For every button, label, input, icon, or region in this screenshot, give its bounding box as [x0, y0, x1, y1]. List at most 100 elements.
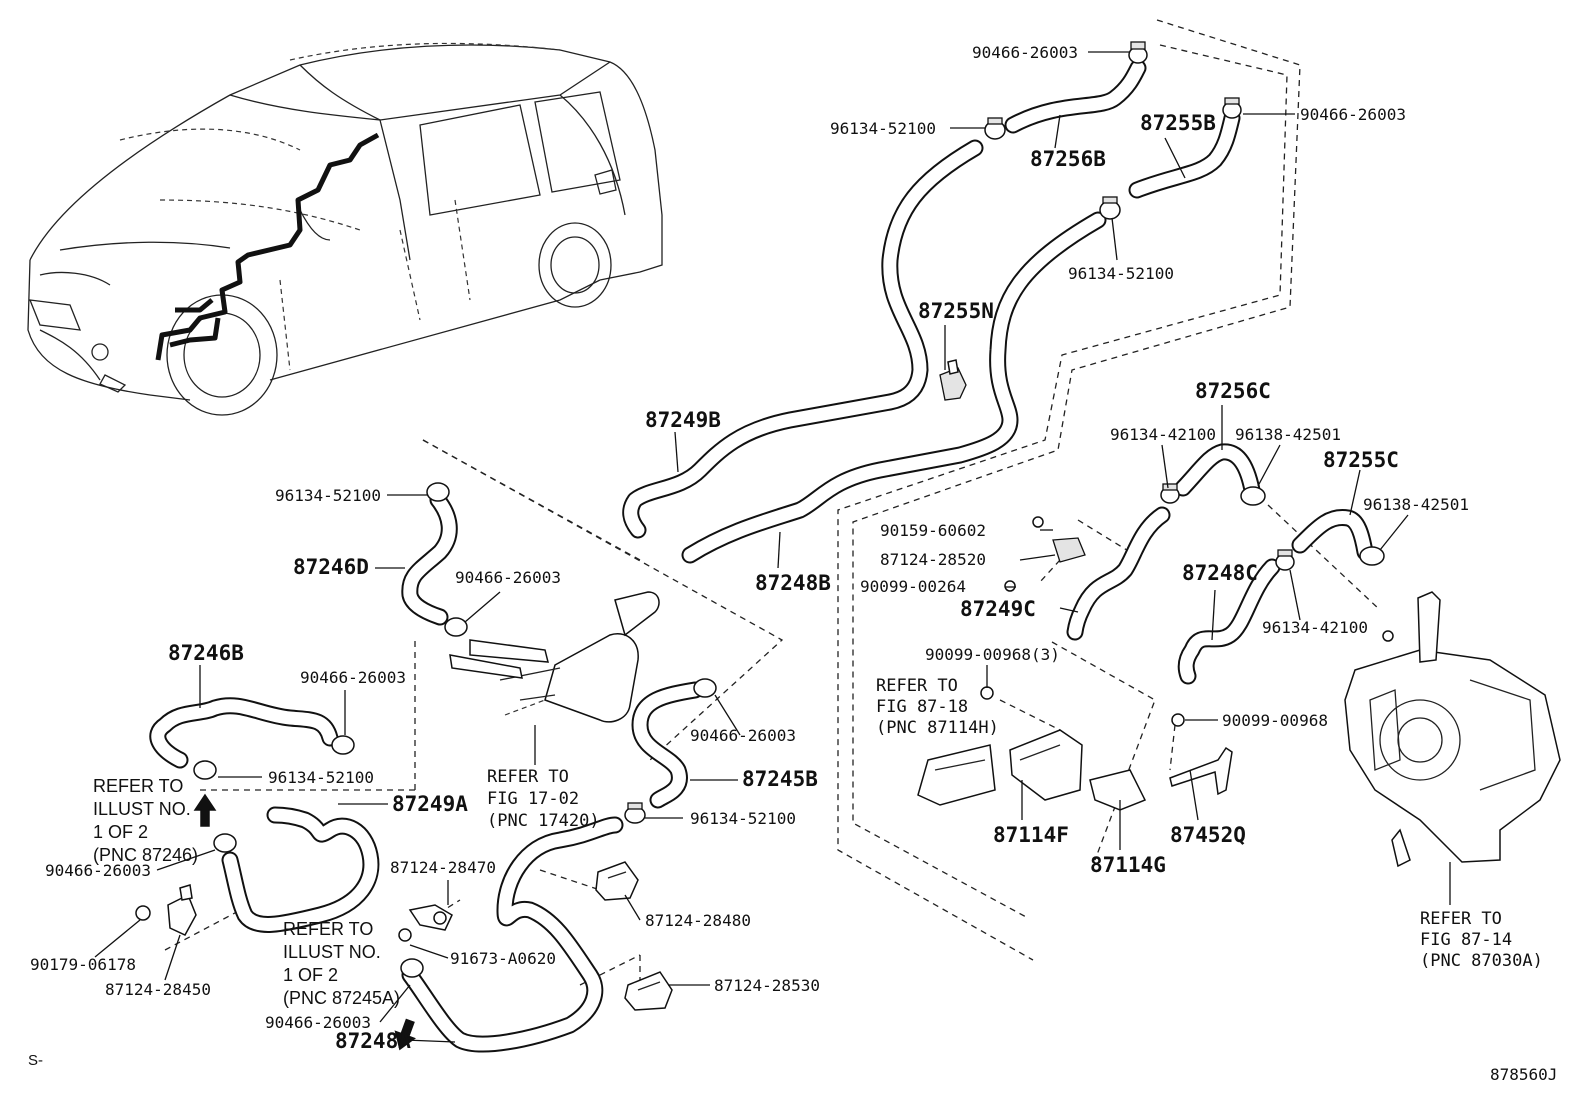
clamp-87124-28450-icon [167, 884, 197, 936]
svg-text:(PNC 87114H): (PNC 87114H) [876, 718, 999, 738]
ref-arrow-icon [394, 1018, 416, 1051]
hose-87248A [401, 816, 624, 1053]
part-label: 90159-60602 [880, 521, 986, 540]
svg-text:REFER TO: REFER TO [283, 919, 373, 939]
part-label: 87256B [1030, 147, 1106, 171]
svg-text:(PNC 87246): (PNC 87246) [93, 845, 198, 865]
hose-87245B [631, 681, 704, 809]
clamp-icon [1240, 486, 1266, 506]
clamp-icon [1275, 549, 1295, 571]
bracket-87114G-icon [1089, 769, 1147, 811]
ref-fig-87-14: REFER TO FIG 87-14 (PNC 87030A) [1420, 909, 1543, 971]
clamp-icon [984, 117, 1006, 140]
hose-87246D [401, 491, 458, 626]
part-label: 96134-52100 [275, 486, 381, 505]
part-label: 87246D [293, 555, 369, 579]
part-label: 87124-28470 [390, 858, 496, 877]
sheet-mark: S- [28, 1052, 43, 1069]
vehicle-illustration [27, 42, 663, 416]
part-label: 87255N [918, 299, 994, 323]
hose-87248B [681, 211, 1107, 564]
part-label: 90466-26003 [1300, 105, 1406, 124]
part-label: 87248C [1182, 561, 1258, 585]
clamp-icon [693, 678, 717, 698]
part-label: 96138-42501 [1363, 495, 1469, 514]
part-label: 90099-00968(3) [925, 645, 1060, 664]
svg-text:REFER TO: REFER TO [876, 676, 958, 696]
bolt-icon [135, 905, 151, 921]
part-label: 90466-26003 [690, 726, 796, 745]
part-label: 96134-52100 [1068, 264, 1174, 283]
part-label: 96134-52100 [268, 768, 374, 787]
clamp-icon [444, 617, 468, 637]
clamp-87124-28470-icon [408, 904, 453, 931]
svg-text:ILLUST NO.: ILLUST NO. [283, 942, 381, 962]
svg-text:(PNC 87245A): (PNC 87245A) [283, 988, 400, 1008]
svg-text:(PNC 17420): (PNC 17420) [487, 811, 600, 831]
clamp-icon [193, 760, 217, 780]
svg-text:FIG 87-14: FIG 87-14 [1420, 930, 1512, 950]
clamp-icon [331, 735, 355, 755]
clamp-87124-28520-icon [1004, 516, 1086, 592]
ref-fig-87-18: REFER TO FIG 87-18 (PNC 87114H) [876, 676, 999, 738]
part-label: 90466-26003 [300, 668, 406, 687]
hose-87248C [1177, 558, 1281, 685]
part-label: 90099-00968 [1222, 711, 1328, 730]
part-label: 90179-06178 [30, 955, 136, 974]
svg-text:REFER TO: REFER TO [1420, 909, 1502, 929]
part-label: 90466-26003 [972, 43, 1078, 62]
part-label: 87248A [335, 1029, 411, 1053]
hose-87255B [1128, 109, 1241, 199]
clamp-icon [1160, 483, 1180, 504]
svg-text:1 OF 2: 1 OF 2 [93, 822, 148, 842]
part-label: 87124-28530 [714, 976, 820, 995]
part-label: 90099-00264 [860, 577, 966, 596]
hose-87249B [622, 139, 984, 539]
ref-illust-87245A: REFER TO ILLUST NO. 1 OF 2 (PNC 87245A) [283, 919, 400, 1008]
vehicle-hose-route [155, 132, 380, 361]
part-label: 87245B [742, 767, 818, 791]
illustration-number: 878560J [1490, 1065, 1557, 1084]
clamp-87124-28480-icon [595, 861, 639, 901]
ref-arrow-icon [193, 793, 217, 827]
clamp-icon [1222, 97, 1242, 119]
svg-text:FIG 17-02: FIG 17-02 [487, 789, 579, 809]
part-label: 87248B [755, 571, 831, 595]
clamp-icon [213, 833, 237, 853]
bracket-87452Q-icon [1169, 746, 1233, 796]
part-label: 87249B [645, 408, 721, 432]
part-label: 87124-28480 [645, 911, 751, 930]
svg-text:1 OF 2: 1 OF 2 [283, 965, 338, 985]
bolt-icon [1171, 713, 1185, 727]
bolt-icon [980, 686, 994, 700]
bracket-87114F-icon [1009, 729, 1083, 801]
hose-87255C [1291, 509, 1374, 561]
clamps [193, 41, 1385, 978]
hose-87249C [1066, 506, 1171, 641]
svg-text:ILLUST NO.: ILLUST NO. [93, 799, 191, 819]
part-label: 91673-A0620 [450, 949, 556, 968]
part-label: 90466-26003 [265, 1013, 371, 1032]
part-label: 96134-42100 [1262, 618, 1368, 637]
hose-87246B [149, 697, 339, 769]
part-label: 96134-52100 [690, 809, 796, 828]
bracket-87114H-icon [917, 744, 996, 806]
ref-fig-17-02: REFER TO FIG 17-02 (PNC 17420) [487, 767, 600, 831]
clamp-icon [1099, 196, 1121, 220]
part-label: 87124-28520 [880, 550, 986, 569]
part-label: 87249A [392, 792, 468, 816]
hvac-unit-icon [1344, 591, 1561, 868]
svg-text:REFER TO: REFER TO [93, 776, 183, 796]
part-label: 87114G [1090, 853, 1166, 877]
clip-87255N-icon [939, 359, 967, 401]
clamp-icon [400, 958, 424, 978]
part-label: 96134-52100 [830, 119, 936, 138]
hose-87256B [1004, 59, 1147, 134]
part-label: 87255C [1323, 448, 1399, 472]
part-labels: 90466-26003 96134-52100 87256B 87255B 90… [30, 43, 1469, 1053]
part-label: 87256C [1195, 379, 1271, 403]
svg-text:(PNC 87030A): (PNC 87030A) [1420, 951, 1543, 971]
clamp-icon [426, 482, 450, 502]
